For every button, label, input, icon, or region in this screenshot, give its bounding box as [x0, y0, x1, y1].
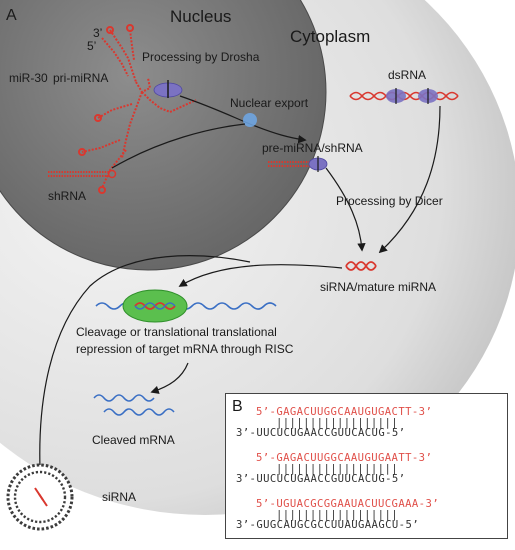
nucleus-title: Nucleus [170, 7, 231, 26]
sirna-1-antisense: 3’-UUCUCUGAACCGUUCACUG-5’ [236, 427, 406, 439]
arrow-shrna-export [111, 123, 246, 169]
pri-mirna-structure [78, 24, 171, 194]
dicer-on-dsrna-icon [386, 88, 438, 104]
dsrna-label: dsRNA [388, 68, 426, 82]
mir30-label: miR-30 [9, 71, 48, 85]
panel-b-sequences: B 5’-GAGACUUGGCAAUGUGACTT-3’ |||||||||||… [225, 393, 508, 539]
cleavage-text-line2: repression of target mRNA through RISC [76, 342, 294, 356]
drosha-enzyme-icon [153, 80, 183, 98]
cleaved-mrna [93, 394, 175, 416]
sirna-molecule [345, 261, 377, 271]
sirna-1-sense: 5’-GAGACUUGGCAAUGUGACTT-3’ [256, 406, 433, 418]
panel-a-label: A [6, 7, 17, 24]
nuclear-export-label: Nuclear export [230, 96, 309, 110]
drosha-label: Processing by Drosha [142, 50, 260, 64]
prime-3-label: 3’ [93, 26, 102, 40]
dicer-label: Processing by Dicer [336, 194, 443, 208]
nucleus-region [0, 0, 327, 271]
sirna-1-pairing: |||||||||||||||||| [276, 417, 399, 429]
sirna-3-antisense: 3’-GUGCAUGCGCCUUAUGAAGCU-5’ [236, 519, 420, 531]
cleaved-mrna-label: Cleaved mRNA [92, 433, 175, 447]
panel-b-label: B [232, 398, 243, 415]
sirna-2-sense: 5’-GAGACUUGGCAAUGUGAATT-3’ [256, 452, 433, 464]
arrow-delivery [39, 255, 251, 469]
cytoplasm-title: Cytoplasm [290, 27, 370, 46]
pri-mirna-tail [169, 99, 197, 113]
arrow-sirna-risc [178, 264, 343, 287]
dicer-enzyme-icon [308, 156, 328, 172]
sirna-2-antisense: 3’-UUCUCUGAACCGUUCACUG-5’ [236, 473, 406, 485]
arrow-dsrna-dicer [378, 105, 441, 254]
risc-complex-icon [122, 289, 188, 323]
sirna-3-sense: 5’-UGUACGCGGAAUACUUCGAAA-3’ [256, 498, 440, 510]
sirna-2-pairing: |||||||||||||||||| [276, 463, 399, 475]
liposome-icon [6, 463, 74, 531]
sirna-mature-label: siRNA/mature miRNA [320, 280, 436, 294]
nuclear-pore-icon [243, 113, 257, 127]
sirna-label: siRNA [102, 490, 136, 504]
shrna-label: shRNA [48, 189, 86, 203]
pri-mirna-label: pri-miRNA [53, 71, 108, 85]
cleavage-text-line1: Cleavage or translational translational [76, 325, 277, 339]
arrow-risc-cleaved [150, 362, 189, 394]
prime-5-label: 5’ [87, 39, 96, 53]
pre-mirna-label: pre-miRNA/shRNA [262, 141, 363, 155]
arrow-premirna-dicer [325, 167, 366, 252]
sirna-3-pairing: |||||||||||||||||| [276, 509, 399, 521]
shrna-molecule [48, 171, 110, 177]
